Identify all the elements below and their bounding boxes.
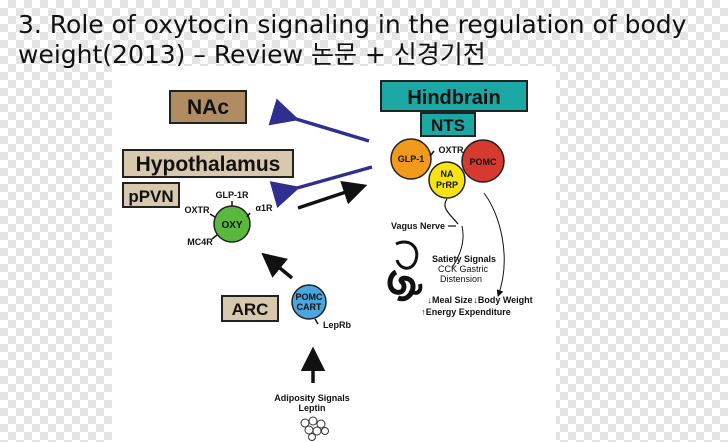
arrow-arc-to-oxy <box>261 252 294 280</box>
leprb-receptor <box>314 318 319 325</box>
prrp-label: PrRP <box>436 180 458 190</box>
distension-label: Distension <box>440 274 482 284</box>
glp1r-label: GLP-1R <box>215 190 249 200</box>
na-prrp-cell <box>428 161 466 199</box>
page-title: 3. Role of oxytocin signaling in the reg… <box>18 10 687 69</box>
oxy-label: OXY <box>221 220 242 231</box>
arc-box <box>221 295 279 322</box>
vagus-label: Vagus Nerve <box>391 221 445 231</box>
leptin-label: Leptin <box>299 403 326 413</box>
hypothalamus-box <box>122 149 294 178</box>
cart-label: CART <box>297 302 322 312</box>
arrow-hindbrain-to-ppvn <box>269 165 373 209</box>
arc-label: ARC <box>232 300 269 319</box>
vagus-nerve-path <box>444 198 459 225</box>
energy-label: ↑Energy Expenditure <box>421 307 511 317</box>
pomc-cart-cell <box>291 284 327 320</box>
glp1-cell <box>390 138 432 180</box>
na-label: NA <box>441 169 454 179</box>
oxtr-pvn-label: OXTR <box>184 205 210 215</box>
hypothalamus-label: Hypothalamus <box>136 153 281 176</box>
hindbrain-box <box>380 80 528 112</box>
pomc-to-body-weight-line <box>483 192 505 297</box>
arrow-ppvn-to-hindbrain <box>297 181 368 210</box>
mc4r-receptor <box>211 234 218 240</box>
nts-box <box>420 112 476 137</box>
hindbrain-label: Hindbrain <box>407 87 500 109</box>
oxtr-nts-receptor <box>429 150 435 157</box>
satiety-label: Satiety Signals <box>432 254 496 264</box>
nac-box <box>169 90 247 124</box>
body-weight-label: ↓Body Weight <box>473 295 532 305</box>
ppvn-box <box>122 182 180 208</box>
nts-label: NTS <box>431 116 465 135</box>
alpha1r-receptor <box>246 212 251 218</box>
leptin-molecules-icon <box>300 416 329 441</box>
ppvn-label: pPVN <box>128 187 173 206</box>
nac-label: NAc <box>187 96 229 119</box>
stomach-intestine-icon <box>387 240 423 302</box>
meal-size-label: ↓Meal Size <box>427 295 472 305</box>
arrow-hindbrain-to-nac <box>268 98 370 143</box>
adiposity-label: Adiposity Signals <box>274 393 350 403</box>
pomc-nts-label: POMC <box>470 157 498 167</box>
glp1-label: GLP-1 <box>398 154 425 164</box>
vagus-line-down <box>451 225 464 269</box>
cck-label: CCK Gastric <box>438 264 489 274</box>
pomc-nts-cell <box>461 139 505 183</box>
oxtr-pvn-receptor <box>209 213 216 218</box>
alpha1r-label: α1R <box>255 203 273 213</box>
mc4r-label: MC4R <box>187 237 213 247</box>
leprb-label: LepRb <box>323 320 352 330</box>
oxtr-nts-label: OXTR <box>438 145 464 155</box>
pomc-arc-label: POMC <box>296 292 324 302</box>
